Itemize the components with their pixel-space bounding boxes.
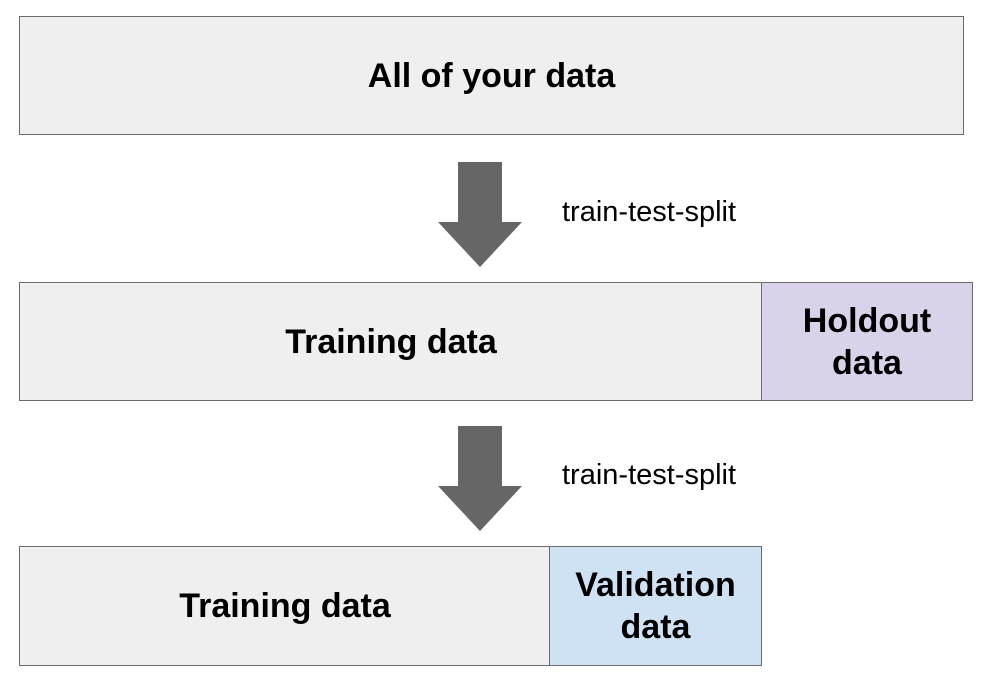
training-data-box: Training data [19, 282, 763, 401]
down-arrow-shape [438, 426, 522, 531]
holdout-data-box: Holdout data [761, 282, 973, 401]
training-data-label: Training data [285, 322, 497, 361]
all-data-label: All of your data [367, 56, 616, 95]
training-data-label: Training data [179, 587, 391, 625]
holdout-data-label: Holdout data [802, 301, 932, 382]
all-data-box: All of your data [19, 16, 964, 135]
split-step-label: train-test-split [562, 459, 737, 491]
down-arrow-icon [438, 162, 522, 267]
down-arrow-icon [438, 426, 522, 531]
down-arrow-shape [438, 162, 522, 267]
split-step-label: train-test-split [562, 196, 737, 228]
validation-data-label: Validation data [575, 566, 736, 646]
training-data-box: Training data [19, 546, 551, 666]
validation-data-box: Validation data [549, 546, 762, 666]
